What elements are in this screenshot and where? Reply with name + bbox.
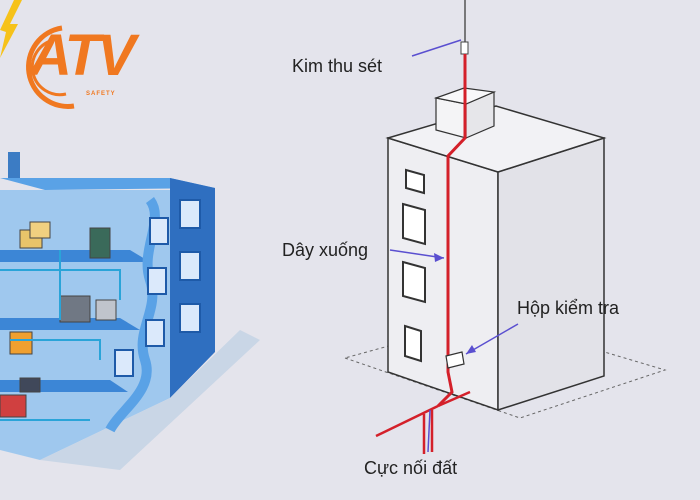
logo-subtext: SAFETY <box>86 91 116 97</box>
equipment-boxes <box>0 221 117 418</box>
ground-base <box>40 330 260 470</box>
lightning-rod-clamp <box>460 41 469 55</box>
arrow-heads <box>434 253 476 354</box>
ground-electrode-lines <box>375 390 471 454</box>
floor-slab <box>0 250 150 262</box>
floor-slab <box>0 318 140 330</box>
label-lightning-rod: Kim thu sét <box>292 56 383 76</box>
logo-text: ATV <box>30 23 136 88</box>
schematic-building-side <box>497 136 605 412</box>
label-ground-electrode: Cực nối đất <box>364 458 458 478</box>
wiring-lines <box>0 250 121 421</box>
schematic-windows <box>402 168 426 363</box>
side-windows <box>114 199 201 377</box>
label-test-box: Hộp kiểm tra <box>517 298 620 318</box>
down-conductor-line <box>436 54 467 408</box>
label-down-conductor: Dây xuống <box>282 240 369 260</box>
cutaway-building-illustration <box>0 0 260 470</box>
logo-ring-icon <box>26 25 75 109</box>
building-roof <box>0 178 215 190</box>
atv-logo <box>22 20 142 115</box>
test-box <box>445 351 465 369</box>
lightning-bolt-icon <box>0 0 22 58</box>
roof-antenna <box>8 152 20 178</box>
building-side-wall <box>170 178 215 398</box>
